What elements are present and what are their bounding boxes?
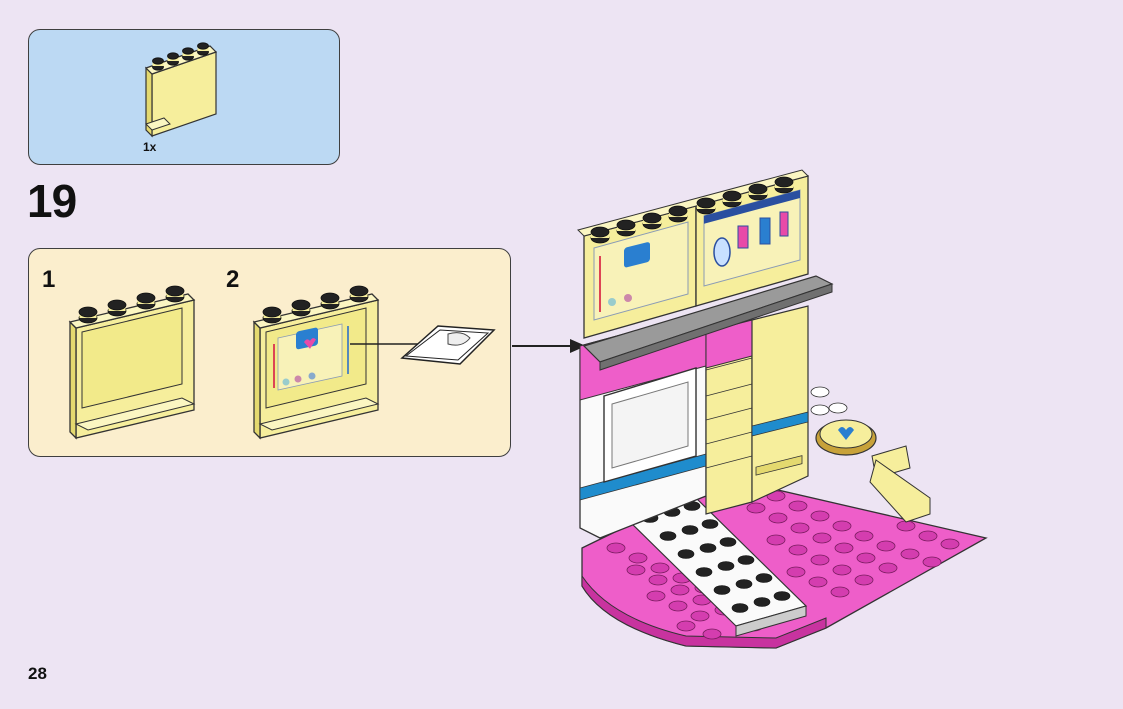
sub-step-1-number: 1 (42, 266, 56, 293)
sub-step-2-panel-with-sticker-illustration (252, 285, 496, 440)
main-model-illustration (577, 169, 988, 649)
page-number: 28 (28, 664, 47, 683)
assembly-arrow (512, 339, 586, 353)
sub-step-2-number: 2 (226, 266, 240, 293)
yellow-panel-part-icon (144, 42, 218, 138)
part-quantity: 1x (143, 140, 157, 154)
step-number: 19 (27, 175, 77, 227)
sub-step-1-panel-illustration (68, 285, 196, 440)
